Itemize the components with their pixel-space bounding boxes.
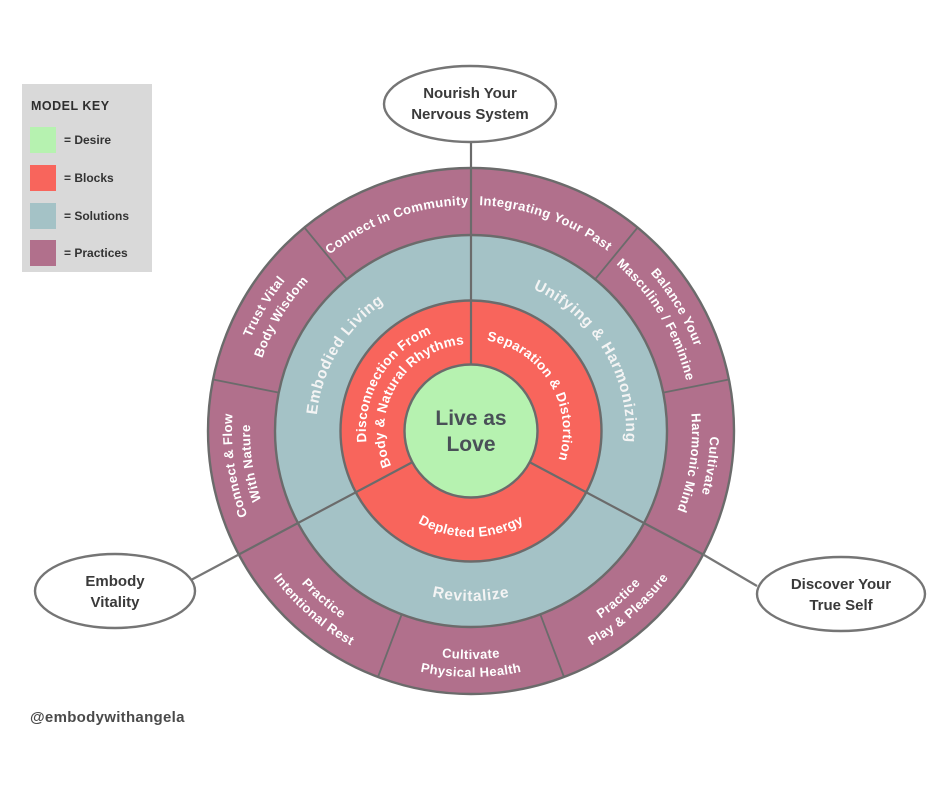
legend-label-desire: = Desire <box>64 133 111 147</box>
legend-label-solutions: = Solutions <box>64 209 129 223</box>
model-key-legend: MODEL KEY = Desire = Blocks = Solutions … <box>22 84 152 272</box>
callout-top-line1: Nourish Your <box>423 85 517 102</box>
callout-right-line2: True Self <box>809 597 873 614</box>
subdivider-right-2 <box>663 378 730 394</box>
solutions-revitalize-label: Revitalize <box>431 584 511 605</box>
practice-physical-label: Cultivate <box>441 645 500 662</box>
connector-left <box>190 553 240 581</box>
callout-left-ellipse <box>33 552 197 630</box>
legend-swatch-desire <box>30 127 56 153</box>
center-label-line1: Live as <box>435 407 506 430</box>
callout-left-line2: Vitality <box>91 594 141 611</box>
legend-label-blocks: = Blocks <box>64 171 114 185</box>
callout-left-line1: Embody <box>85 573 145 590</box>
subdivider-left-2 <box>303 226 348 280</box>
connector-right <box>702 553 758 587</box>
callout-right-ellipse <box>755 555 927 633</box>
legend-title: MODEL KEY <box>31 99 110 113</box>
callout-discover-true-self: Discover Your True Self <box>755 555 927 633</box>
watermark-handle: @embodywithangela <box>30 709 185 726</box>
subdivider-bottom-2 <box>377 613 403 678</box>
divider-lower-right <box>528 461 704 556</box>
subdivider-left-1 <box>212 378 279 394</box>
callout-embody-vitality: Embody Vitality <box>33 552 197 630</box>
callout-top-line2: Nervous System <box>411 106 529 123</box>
divider-lower-left <box>238 461 414 556</box>
legend-swatch-blocks <box>30 165 56 191</box>
desire-circle <box>403 363 539 499</box>
subdivider-right-1 <box>594 226 639 280</box>
callout-nourish: Nourish Your Nervous System <box>382 64 558 144</box>
subdivider-bottom-1 <box>539 613 565 678</box>
callout-right-line1: Discover Your <box>791 576 891 593</box>
legend-swatch-solutions <box>30 203 56 229</box>
callout-top-ellipse <box>382 64 558 144</box>
practice-physical-label-2: Physical Health <box>420 660 523 680</box>
legend-swatch-practices <box>30 240 56 266</box>
legend-label-practices: = Practices <box>64 246 128 260</box>
center-label-line2: Love <box>446 433 495 456</box>
